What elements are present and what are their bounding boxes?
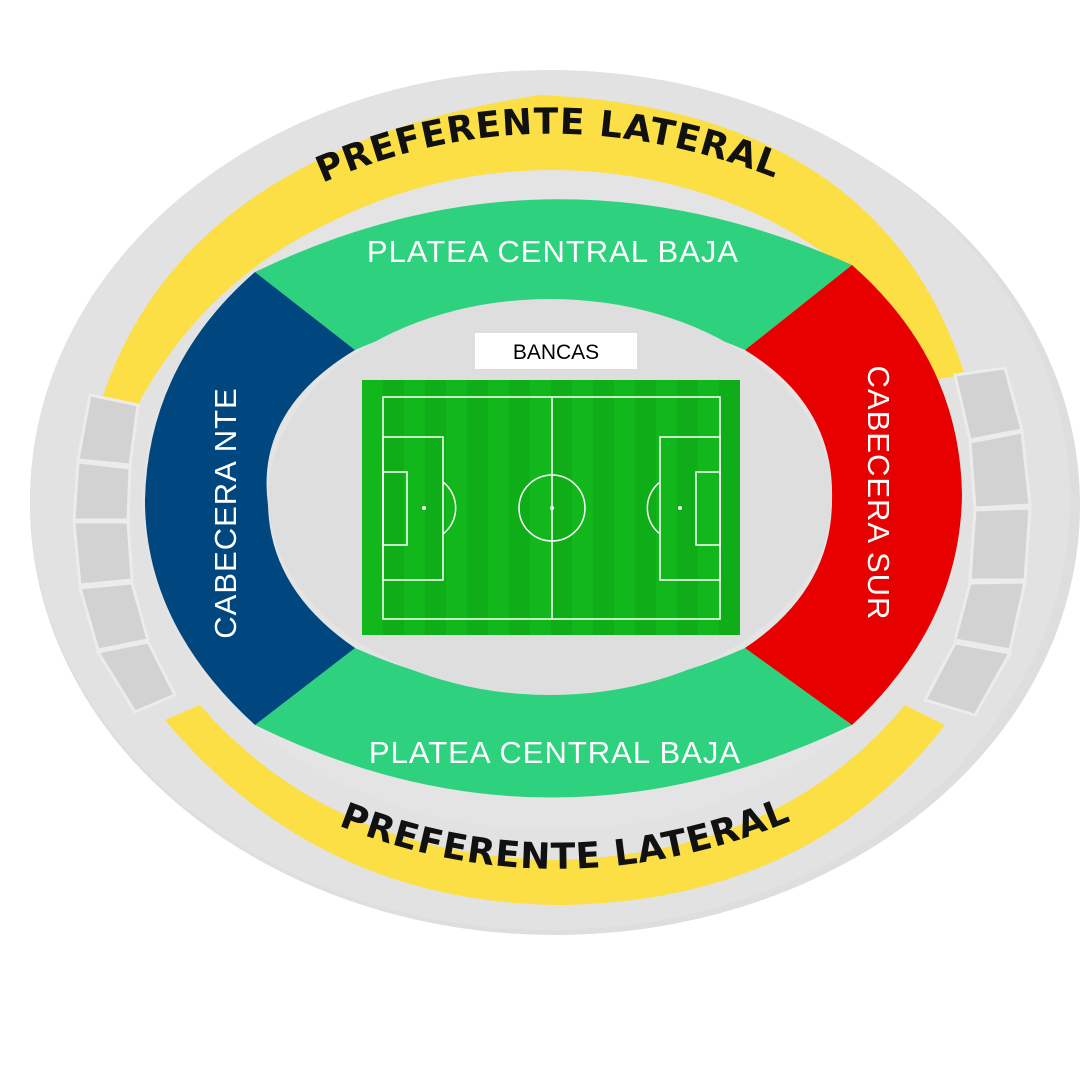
label-platea-central-baja-top: PLATEA CENTRAL BAJA <box>367 234 739 269</box>
zone-platea-central-baja-bottom[interactable] <box>255 648 852 798</box>
zone-platea-central-baja-top[interactable] <box>255 199 852 350</box>
zone-cabecera-sur[interactable] <box>745 265 962 725</box>
zone-cabecera-nte[interactable] <box>145 272 355 725</box>
label-cabecera-sur: CABECERA SUR <box>861 366 896 621</box>
bancas-label: BANCAS <box>513 341 599 364</box>
zone-preferente-lateral-bottom[interactable] <box>165 705 945 905</box>
zone-preferente-lateral-top[interactable] <box>100 95 965 410</box>
side-sections-right <box>922 366 1032 717</box>
football-pitch <box>362 380 740 635</box>
label-platea-central-baja-bottom: PLATEA CENTRAL BAJA <box>369 735 741 770</box>
side-sections-left <box>72 393 178 714</box>
bancas-box[interactable] <box>475 333 637 369</box>
label-cabecera-nte: CABECERA NTE <box>208 387 243 638</box>
